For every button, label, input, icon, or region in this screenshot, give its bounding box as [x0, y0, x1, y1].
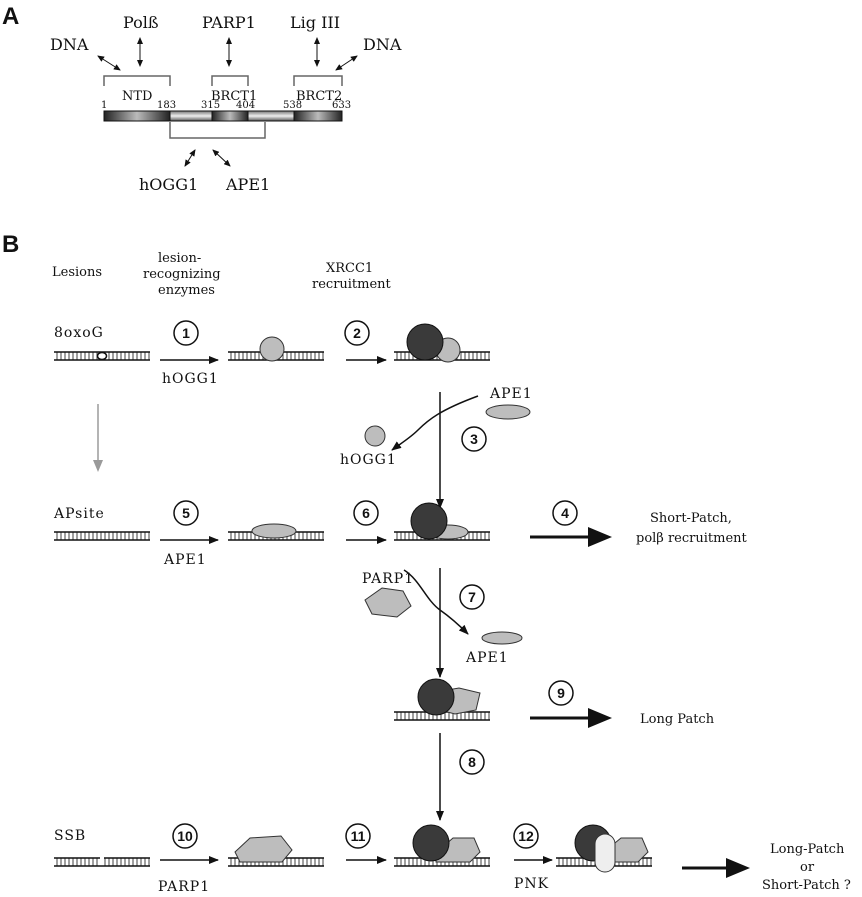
pos-1: 1: [101, 100, 107, 111]
step-8: 8: [459, 749, 485, 775]
lesion-apsite: APsite: [53, 506, 105, 522]
label-parp1-incoming: PARP1: [362, 571, 414, 587]
label-hogg1-released: hOGG1: [340, 452, 397, 468]
step-9: 9: [548, 680, 574, 706]
domain-brackets: [103, 75, 343, 139]
step-number: 1: [182, 325, 190, 341]
brct1-domain: [211, 110, 249, 122]
panel-a-letter: A: [2, 3, 19, 30]
step-number: 4: [561, 505, 569, 521]
panel-b-letter: B: [2, 231, 19, 258]
label-ape1-incoming: APE1: [489, 386, 533, 402]
header-xrcc1-1: XRCC1: [326, 261, 373, 276]
outcome-final-2: or: [800, 860, 815, 875]
parp1-bound: [234, 835, 293, 863]
lesion-8oxog: 8oxoG: [54, 325, 104, 341]
partner-ape1: APE1: [225, 175, 270, 194]
step-number: 11: [351, 828, 366, 844]
domain-brct2-label: BRCT2: [296, 89, 342, 104]
outcome-arrows: [530, 527, 750, 878]
step-number: 9: [557, 685, 565, 701]
step-6: 6: [353, 500, 379, 526]
proteins: [96, 323, 649, 873]
ntd-domain: [103, 110, 171, 122]
outcome-long-patch: Long Patch: [640, 712, 715, 727]
oxog-lesion-mark: [96, 351, 108, 361]
xrcc1-complex-4: [412, 824, 450, 862]
step-number: 8: [468, 754, 476, 770]
hogg1-released: [364, 425, 386, 447]
partner-polb: Polß: [123, 13, 159, 32]
header-enzymes-2: recognizing: [143, 267, 221, 282]
dna-apsite: [54, 531, 150, 541]
pnk-protein: [594, 833, 616, 873]
header-xrcc1-2: recruitment: [312, 277, 392, 292]
panel-a: A DNA Polß PARP1 Lig III DNA NTD BR: [2, 3, 402, 194]
outcome-final-1: Long-Patch: [770, 842, 845, 857]
label-ape1-released: APE1: [465, 650, 509, 666]
pos-538: 538: [283, 100, 302, 111]
outcome-short-patch-2: polβ recruitment: [636, 531, 748, 546]
step-number: 3: [470, 431, 478, 447]
partner-dna-left: DNA: [50, 35, 89, 54]
domain-ntd-label: NTD: [122, 89, 152, 104]
pos-633: 633: [332, 100, 351, 111]
dna-layer: [54, 351, 652, 867]
partner-hogg1: hOGG1: [139, 175, 198, 194]
partner-dna-right: DNA: [363, 35, 402, 54]
step-1: 1: [173, 320, 199, 346]
brct2-domain: [293, 110, 343, 122]
interaction-arrows: [97, 37, 358, 167]
ape1-bound: [251, 523, 297, 539]
parp1-incoming: [364, 587, 412, 618]
xrcc1-complex-2: [410, 502, 448, 540]
step-10: 10: [172, 823, 198, 849]
pos-183: 183: [157, 100, 176, 111]
step-4: 4: [552, 500, 578, 526]
header-enzymes-1: lesion-: [158, 251, 201, 266]
step-number: 6: [362, 505, 370, 521]
label-ape1-step5: APE1: [163, 552, 207, 568]
header-lesions: Lesions: [52, 265, 102, 280]
outcome-final-3: Short-Patch ?: [762, 878, 851, 893]
pos-315: 315: [201, 100, 220, 111]
outcome-short-patch-1: Short-Patch,: [650, 511, 732, 526]
step-number: 10: [177, 828, 193, 844]
hogg1-bound: [259, 336, 285, 362]
step-7: 7: [459, 584, 485, 610]
pathway-arrows: [160, 356, 553, 864]
step-5: 5: [173, 500, 199, 526]
xrcc1-complex-3: [417, 678, 455, 716]
label-pnk: PNK: [514, 876, 549, 892]
partner-parp1: PARP1: [202, 13, 256, 32]
partner-lig3: Lig III: [290, 13, 340, 32]
step-11: 11: [345, 823, 371, 849]
pos-404: 404: [236, 100, 255, 111]
domain-brct1-label: BRCT1: [211, 89, 257, 104]
ape1-released: [481, 631, 523, 645]
header-enzymes-3: enzymes: [158, 283, 215, 298]
ape1-incoming: [485, 404, 531, 420]
step-number: 5: [182, 505, 190, 521]
label-parp1-step10: PARP1: [158, 879, 210, 895]
step-2: 2: [344, 320, 370, 346]
step-3: 3: [461, 426, 487, 452]
lesion-ssb: SSB: [54, 828, 86, 844]
step-number: 2: [353, 325, 361, 341]
step-number: 12: [518, 828, 534, 844]
dna-ssb: [54, 857, 150, 867]
xrcc1-complex-1: [406, 323, 444, 361]
label-hogg1-step1: hOGG1: [162, 371, 219, 387]
step-12: 12: [513, 823, 539, 849]
step-number: 7: [468, 589, 476, 605]
panel-b: B Lesions lesion- recognizing enzymes XR…: [2, 231, 851, 895]
